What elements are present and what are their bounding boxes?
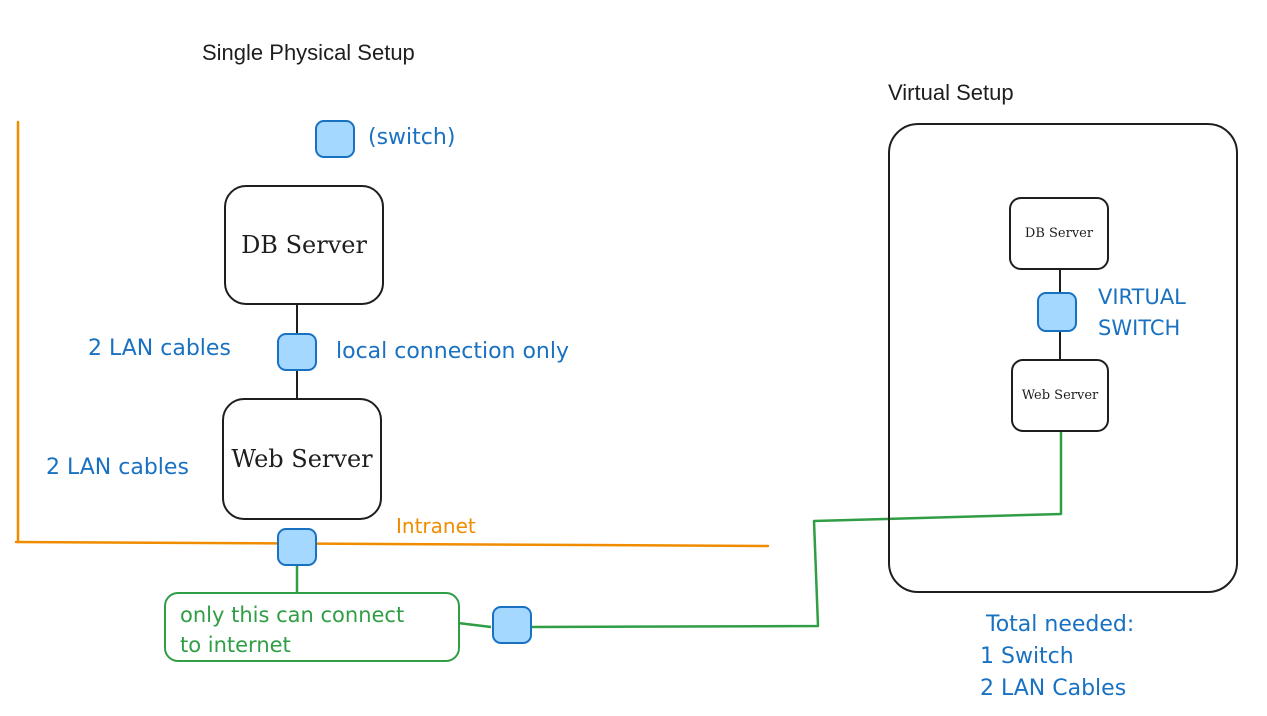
virtual-db-server-label: DB Server xyxy=(1024,226,1094,241)
virtual-setup-title: Virtual Setup xyxy=(888,80,1014,105)
top-switch-node xyxy=(315,120,355,158)
internet-access-box: only this can connect to internet xyxy=(164,592,460,662)
db-server-label: DB Server xyxy=(241,231,367,259)
lan-cables-upper-label: 2 LAN cables xyxy=(88,336,231,361)
virtual-switch-label-line1: VIRTUAL xyxy=(1098,285,1186,309)
internet-access-line1: only this can connect xyxy=(180,603,405,627)
virtual-web-server-box: Web Server xyxy=(1011,359,1109,432)
lan-cables-lower-label: 2 LAN cables xyxy=(46,455,189,480)
local-switch-node xyxy=(277,333,317,371)
intranet-switch-node xyxy=(277,528,317,566)
intranet-horizontal-line xyxy=(14,540,770,548)
physical-setup-title: Single Physical Setup xyxy=(202,40,415,65)
web-server-label: Web Server xyxy=(231,445,373,473)
internet-access-line2: to internet xyxy=(180,633,291,657)
web-server-box: Web Server xyxy=(222,398,382,520)
switch-label: (switch) xyxy=(368,125,456,150)
intranet-label: Intranet xyxy=(396,514,476,538)
total-needed-line2: 1 Switch xyxy=(980,644,1074,669)
virtual-host-frame xyxy=(888,123,1238,593)
internet-box-to-switch-line xyxy=(457,621,492,629)
virtual-switch-label-line2: SWITCH xyxy=(1098,316,1181,340)
virtual-switch-node xyxy=(1037,292,1077,332)
virtual-web-server-label: Web Server xyxy=(1021,388,1099,403)
total-needed-line1: Total needed: xyxy=(986,612,1135,637)
internet-to-virtual-line xyxy=(531,432,1063,629)
total-needed-line3: 2 LAN Cables xyxy=(980,676,1127,701)
local-connection-label: local connection only xyxy=(336,339,569,364)
virtual-db-server-box: DB Server xyxy=(1009,197,1109,270)
db-server-box: DB Server xyxy=(224,185,384,305)
internet-switch-node xyxy=(492,606,532,644)
